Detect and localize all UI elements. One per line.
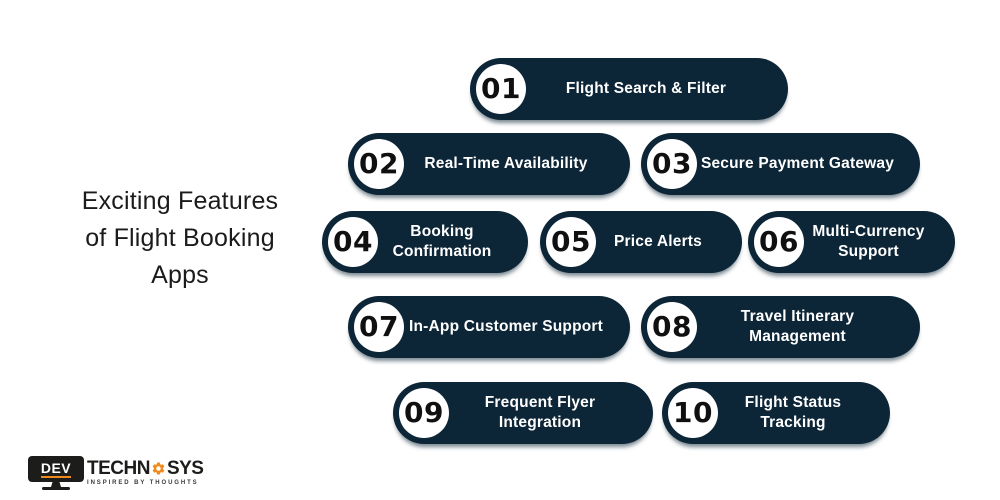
feature-label: Flight Status Tracking bbox=[744, 394, 842, 431]
feature-number-badge: 02 bbox=[354, 139, 404, 189]
feature-number-badge: 05 bbox=[546, 217, 596, 267]
logo-sys-text: SYS bbox=[166, 458, 204, 479]
feature-pill-03: 03 Secure Payment Gateway bbox=[641, 133, 920, 195]
feature-number-badge: 06 bbox=[754, 217, 804, 267]
feature-label: Secure Payment Gateway bbox=[700, 155, 895, 172]
feature-pill-06: 06 Multi-Currency Support bbox=[748, 211, 955, 273]
feature-number-badge: 04 bbox=[328, 217, 378, 267]
feature-label: In-App Customer Support bbox=[408, 318, 604, 335]
feature-number-badge: 01 bbox=[476, 64, 526, 114]
feature-label: Frequent Flyer Integration bbox=[484, 394, 596, 431]
monitor-base bbox=[42, 487, 70, 490]
feature-label: Multi-Currency Support bbox=[812, 223, 925, 260]
feature-pill-09: 09 Frequent Flyer Integration bbox=[393, 382, 653, 444]
feature-pill-08: 08 Travel Itinerary Management bbox=[641, 296, 920, 358]
feature-pill-02: 02 Real-Time Availability bbox=[348, 133, 630, 195]
feature-label: Booking Confirmation bbox=[392, 223, 492, 260]
feature-number-badge: 10 bbox=[668, 388, 718, 438]
feature-number: 01 bbox=[481, 72, 521, 105]
logo-techn-text: TECHN bbox=[87, 458, 150, 479]
feature-label: Flight Search & Filter bbox=[565, 80, 727, 97]
feature-number: 07 bbox=[359, 310, 399, 343]
page-title: Exciting Features of Flight Booking Apps bbox=[20, 183, 340, 294]
feature-number: 02 bbox=[359, 147, 399, 180]
feature-number-badge: 09 bbox=[399, 388, 449, 438]
page-title-line-2: of Flight Booking bbox=[85, 224, 275, 252]
feature-number: 04 bbox=[333, 225, 373, 258]
feature-pill-05: 05 Price Alerts bbox=[540, 211, 742, 273]
feature-label: Price Alerts bbox=[614, 233, 702, 250]
feature-number: 03 bbox=[652, 147, 692, 180]
logo-tagline: INSPIRED BY THOUGHTS bbox=[87, 480, 199, 486]
feature-pill-04: 04 Booking Confirmation bbox=[322, 211, 528, 273]
feature-number: 05 bbox=[551, 225, 591, 258]
feature-pill-07: 07 In-App Customer Support bbox=[348, 296, 630, 358]
company-logo: DEV TECHN SYS INSPIRED BY THOUGHTS bbox=[28, 456, 204, 490]
feature-number-badge: 08 bbox=[647, 302, 697, 352]
page-title-line-3: Apps bbox=[151, 261, 209, 289]
feature-number-badge: 03 bbox=[647, 139, 697, 189]
feature-number: 08 bbox=[652, 310, 692, 343]
feature-number: 06 bbox=[759, 225, 799, 258]
page-title-line-1: Exciting Features bbox=[81, 187, 279, 215]
feature-pill-01: 01 Flight Search & Filter bbox=[470, 58, 788, 120]
monitor-icon: DEV bbox=[28, 456, 84, 490]
feature-label: Real-Time Availability bbox=[424, 155, 588, 172]
feature-number: 10 bbox=[673, 396, 713, 429]
feature-label: Travel Itinerary Management bbox=[740, 308, 855, 345]
feature-number: 09 bbox=[404, 396, 444, 429]
feature-number-badge: 07 bbox=[354, 302, 404, 352]
feature-pill-10: 10 Flight Status Tracking bbox=[662, 382, 890, 444]
logo-dev-text: DEV bbox=[40, 459, 72, 478]
gear-icon bbox=[152, 462, 165, 475]
monitor-stand bbox=[51, 482, 61, 487]
